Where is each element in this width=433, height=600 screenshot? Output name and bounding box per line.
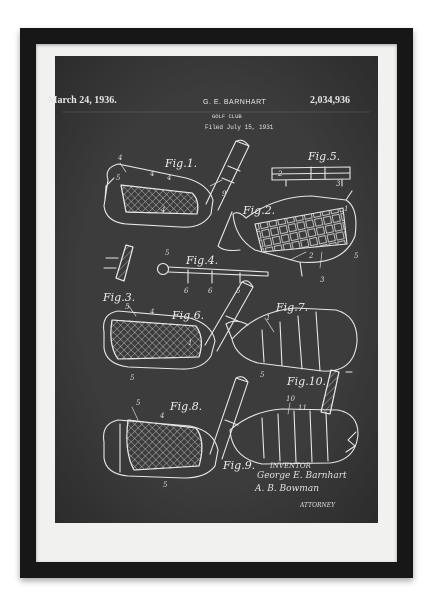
fig4-drawing [156, 262, 269, 284]
figure-label-10: Fig.10. [287, 375, 327, 388]
svg-text:4: 4 [166, 174, 171, 182]
svg-text:1: 1 [188, 339, 192, 347]
svg-text:5: 5 [163, 481, 168, 489]
patent-inventor-header: G. E. BARNHART [203, 99, 267, 106]
fig8-drawing [103, 376, 249, 479]
svg-text:5: 5 [125, 303, 130, 311]
figure-label-5: Fig.5. [308, 150, 341, 163]
svg-text:3: 3 [336, 180, 341, 188]
svg-text:4: 4 [149, 170, 154, 178]
figure-label-7: Fig.7. [276, 301, 309, 314]
patent-title: GOLF CLUB [212, 113, 242, 120]
inventor-label: INVENTOR [270, 462, 311, 470]
fig6-drawing [103, 280, 254, 370]
attorney-signature: A. B. Bowman [255, 484, 319, 494]
svg-text:4: 4 [117, 154, 122, 162]
fig3-drawing [103, 244, 134, 282]
figure-label-3: Fig.3. [103, 291, 136, 304]
figure-label-6: Fig.6. [172, 309, 205, 322]
svg-text:2: 2 [277, 170, 283, 178]
svg-text:5: 5 [236, 287, 241, 295]
svg-text:4: 4 [149, 308, 154, 316]
svg-text:1: 1 [344, 205, 348, 213]
figure-label-1: Fig.1. [165, 157, 198, 170]
inventor-signature: George E. Barnhart [257, 471, 347, 481]
svg-text:5: 5 [354, 252, 359, 260]
svg-text:10: 10 [286, 395, 295, 403]
patent-filed-date: Filed July 15, 1931 [205, 124, 274, 131]
svg-text:4: 4 [159, 412, 164, 420]
figure-label-9: Fig.9. [223, 459, 256, 472]
chalkboard-patent-drawing: 4 4 4 5 4 9 2 3 1 2 3 5 5 6 6 5 5 4 1 5 [55, 56, 378, 523]
patent-drawing-illustrations: 4 4 4 5 4 9 2 3 1 2 3 5 5 6 6 5 5 4 1 5 [55, 56, 378, 523]
svg-text:5: 5 [260, 371, 265, 379]
svg-text:6: 6 [184, 287, 189, 295]
figure-label-4: Fig.4. [186, 254, 219, 267]
fig1-drawing [103, 139, 250, 228]
svg-text:9: 9 [222, 190, 227, 198]
svg-text:4: 4 [160, 206, 165, 214]
patent-date: March 24, 1936. [48, 95, 117, 106]
fig2-drawing [217, 190, 357, 277]
fig7-drawing [225, 307, 358, 372]
svg-text:5: 5 [130, 374, 135, 382]
svg-text:5: 5 [136, 399, 141, 407]
svg-text:5: 5 [165, 249, 170, 257]
fig10-drawing [320, 369, 353, 415]
figure-label-8: Fig.8. [170, 400, 203, 413]
svg-text:11: 11 [298, 404, 307, 412]
svg-text:5: 5 [116, 174, 121, 182]
svg-text:6: 6 [208, 287, 213, 295]
figure-label-2: Fig.2. [243, 204, 276, 217]
svg-text:3: 3 [320, 276, 325, 284]
svg-text:2: 2 [308, 252, 314, 260]
attorney-label: ATTORNEY [300, 502, 336, 509]
fig9-drawing [229, 408, 359, 465]
svg-text:1: 1 [266, 314, 270, 322]
fig5-drawing [271, 166, 351, 187]
patent-number: 2,034,936 [310, 95, 350, 106]
